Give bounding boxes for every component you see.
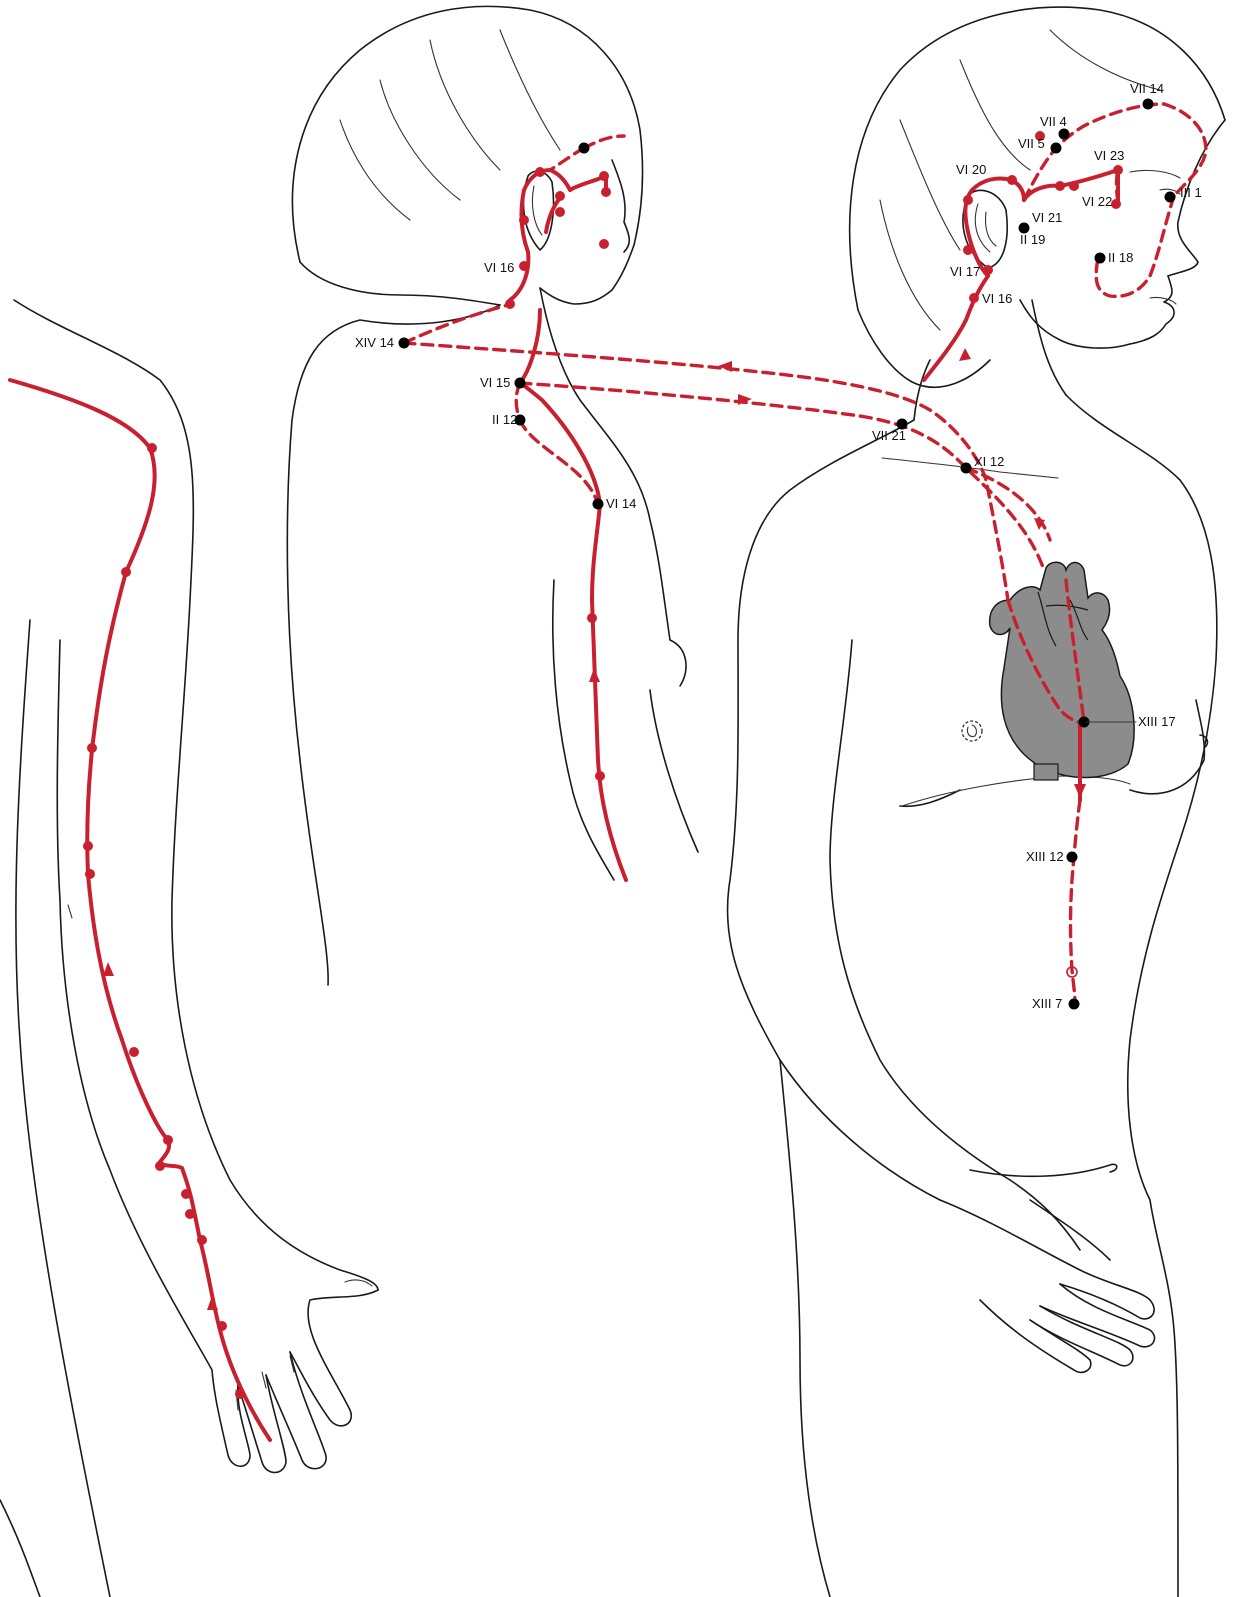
point-vii-14 xyxy=(1143,99,1154,110)
point-iii-1 xyxy=(1165,192,1176,203)
label-xiii-7: XIII 7 xyxy=(1032,996,1062,1011)
label-vi-14: VI 14 xyxy=(606,496,636,511)
acupoint-labels: XIV 14 VI 15 II 12 VI 14 VI 16 VII 14 VI… xyxy=(355,81,1202,1011)
label-vi-23: VI 23 xyxy=(1094,148,1124,163)
point-xiii-7 xyxy=(1069,999,1080,1010)
label-vii-4: VII 4 xyxy=(1040,114,1067,129)
arrow-left-icon xyxy=(718,361,732,372)
point-vi-14 xyxy=(593,499,604,510)
label-vii-14: VII 14 xyxy=(1130,81,1164,96)
label-xiii-12: XIII 12 xyxy=(1026,849,1064,864)
point-vii-4 xyxy=(1059,129,1070,140)
nipple-marker-left xyxy=(962,721,982,741)
point-xi-12 xyxy=(961,463,972,474)
label-vi-16-back: VI 16 xyxy=(484,260,514,275)
label-vii-5: VII 5 xyxy=(1018,136,1045,151)
point-xiv-14 xyxy=(399,338,410,349)
left-figure-outline xyxy=(0,300,378,1597)
label-vii-21: VII 21 xyxy=(872,428,906,443)
label-vi-21: VI 21 xyxy=(1032,210,1062,225)
label-vi-15: VI 15 xyxy=(480,375,510,390)
arrow-up-icon xyxy=(959,348,971,361)
arrow-up-icon xyxy=(589,668,600,682)
label-iii-1: III 1 xyxy=(1180,185,1202,200)
label-xi-12: XI 12 xyxy=(974,454,1004,469)
label-ii-19: II 19 xyxy=(1020,232,1045,247)
point-back-head xyxy=(579,143,590,154)
point-xiii-12 xyxy=(1067,852,1078,863)
arrow-down-icon xyxy=(1074,784,1086,798)
label-vi-16-front: VI 16 xyxy=(982,291,1012,306)
label-vi-17: VI 17 xyxy=(950,264,980,279)
point-vii-5 xyxy=(1051,143,1062,154)
direction-arrows xyxy=(103,348,1086,1310)
arrow-up-icon xyxy=(207,1296,218,1310)
middle-figure-outline xyxy=(287,6,698,985)
label-ii-12: II 12 xyxy=(492,412,517,427)
label-xiii-17: XIII 17 xyxy=(1138,714,1176,729)
right-figure-outline xyxy=(727,7,1225,1597)
label-ii-18: II 18 xyxy=(1108,250,1133,265)
heart-icon xyxy=(990,562,1134,780)
label-vi-22: VI 22 xyxy=(1082,194,1112,209)
acupoint-markers xyxy=(399,99,1176,1010)
label-xiv-14: XIV 14 xyxy=(355,335,394,350)
arrow-up-icon xyxy=(103,962,114,976)
label-vi-20: VI 20 xyxy=(956,162,986,177)
point-vi-15 xyxy=(515,378,526,389)
point-ii-18 xyxy=(1095,253,1106,264)
